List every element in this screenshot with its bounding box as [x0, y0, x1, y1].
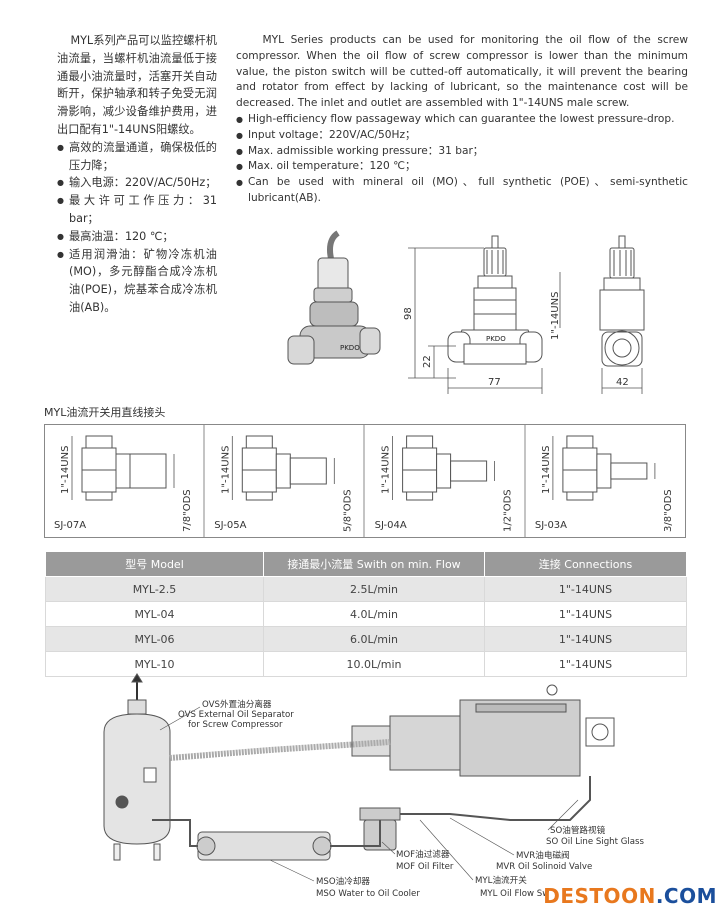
watermark-part2: .COM	[655, 884, 717, 908]
model-table: 型号 Model 接通最小流量 Swith on min. Flow 连接 Co…	[45, 551, 687, 677]
table-cell: 1"-14UNS	[484, 626, 687, 652]
label-mof-en: MOF Oil Filter	[396, 862, 454, 872]
english-bullets: High-efficiency flow passageway which ca…	[236, 112, 688, 207]
table-cell: 2.5L/min	[263, 576, 485, 602]
oil-separator	[103, 673, 171, 861]
adapter-ods-label: 7/8"ODS	[182, 489, 193, 532]
english-bullet: Can be used with mineral oil (MO)、full s…	[236, 175, 688, 207]
adapter-tube	[289, 457, 327, 485]
screw-compressor	[351, 684, 615, 777]
table-row: MYL-04 4.0L/min 1"-14UNS	[45, 601, 687, 627]
dim-height: 98	[403, 307, 414, 320]
label-myl-en: MYL Oil Flow Sw	[480, 889, 549, 899]
label-mvr-cn: MVR油电磁阀	[516, 849, 570, 861]
table-row: MYL-10 10.0L/min 1"-14UNS	[45, 651, 687, 677]
adapter-tube	[610, 462, 648, 480]
chinese-bullet: 最高油温：120 ℃；	[57, 228, 217, 246]
table-row: MYL-06 6.0L/min 1"-14UNS	[45, 626, 687, 652]
adapter-body	[406, 491, 434, 501]
table-header: 连接 Connections	[484, 551, 687, 577]
dim-width-front: 77	[488, 377, 501, 388]
table-cell: 1"-14UNS	[484, 651, 687, 677]
dim-width-side: 42	[616, 377, 629, 388]
watermark-part1: DESTOON	[543, 884, 656, 908]
english-bullet: Max. oil temperature：120 ℃；	[236, 159, 688, 175]
adapter-nut-top	[85, 435, 113, 449]
label-ovs-en2: for Screw Compressor	[188, 720, 283, 730]
front-brand: PKDO	[486, 335, 506, 343]
adapter-thread-label: 1"-14UNS	[220, 446, 231, 494]
table-cell: MYL-04	[45, 601, 264, 627]
adapter-neck	[436, 453, 452, 489]
adapter-neck	[275, 453, 291, 489]
dim-base: 22	[422, 355, 433, 368]
adapter-body	[245, 491, 273, 501]
label-ovs-en: OVS External Oil Separator	[178, 710, 294, 720]
adapter-thread-label: 1"-14UNS	[381, 446, 392, 494]
english-paragraph: MYL Series products can be used for moni…	[236, 34, 688, 110]
adapter-ods-label: 3/8"ODS	[663, 489, 674, 532]
chinese-bullet: 最大许可工作压力：31 bar；	[57, 192, 217, 228]
label-so-en: SO Oil Line Sight Glass	[546, 837, 644, 847]
english-intro: MYL Series products can be used for moni…	[236, 33, 688, 207]
table-cell: MYL-10	[45, 651, 264, 677]
english-bullet: High-efficiency flow passageway which ca…	[236, 112, 688, 128]
product-photo: PKDO	[287, 230, 381, 365]
adapter-nut-top	[406, 435, 434, 449]
table-row: MYL-2.5 2.5L/min 1"-14UNS	[45, 576, 687, 602]
adapter-neck	[115, 453, 131, 489]
chinese-bullets: 高效的流量通道，确保极低的压力降； 输入电源：220V/AC/50Hz； 最大许…	[57, 139, 217, 317]
adapter-thread-label: 1"-14UNS	[60, 446, 71, 494]
adapter-model-label: SJ-07A	[54, 520, 86, 531]
chinese-bullet: 高效的流量通道，确保极低的压力降；	[57, 139, 217, 175]
chinese-bullet: 输入电源：220V/AC/50Hz；	[57, 174, 217, 192]
adapter-panels: 1"-14UNS 7/8"ODS SJ-07A 1"-14UNS 5/8"ODS SJ-0…	[44, 424, 686, 538]
label-so-cn: SO油管路视镜	[550, 824, 606, 836]
table-header: 型号 Model	[45, 551, 264, 577]
side-view	[599, 235, 645, 367]
adapter-ods-label: 5/8"ODS	[342, 489, 353, 532]
product-brand: PKDO	[340, 344, 360, 352]
adapter-model-label: SJ-05A	[214, 520, 246, 531]
label-mso-en: MSO Water to Oil Cooler	[316, 889, 420, 899]
table-cell: 1"-14UNS	[484, 576, 687, 602]
adapter-tube	[129, 453, 167, 489]
oil-cooler	[196, 831, 332, 861]
adapter-ods-label: 1/2"ODS	[503, 489, 514, 532]
english-bullet: Max. admissible working pressure：31 bar；	[236, 144, 688, 160]
table-cell: 4.0L/min	[263, 601, 485, 627]
chinese-bullet: 适用润滑油：矿物冷冻机油(MO)，多元醇酯合成冷冻机油(POE)，烷基苯合成冷冻…	[57, 246, 217, 317]
adapter-body	[85, 491, 113, 501]
adapter-neck	[596, 453, 612, 489]
product-drawing: PKDO PKDO	[287, 230, 645, 394]
table-cell: MYL-2.5	[45, 576, 264, 602]
label-ovs-cn: OVS外置油分离器	[202, 698, 272, 710]
chinese-paragraph: MYL系列产品可以监控螺杆机油流量，当螺杆机油流量低于接通最小油流量时，活塞开关…	[57, 34, 217, 136]
adapter-thread-label: 1"-14UNS	[541, 446, 552, 494]
adapter-nut-top	[245, 435, 273, 449]
table-cell: 1"-14UNS	[484, 601, 687, 627]
label-mso-cn: MSO油冷却器	[316, 875, 370, 887]
adapter-model-label: SJ-03A	[535, 520, 567, 531]
english-bullet: Input voltage：220V/AC/50Hz；	[236, 128, 688, 144]
system-diagram: OVS外置油分离器 OVS External Oil Separator for…	[103, 673, 644, 899]
adapter-model-label: SJ-04A	[375, 520, 407, 531]
chinese-intro: MYL系列产品可以监控螺杆机油流量，当螺杆机油流量低于接通最小油流量时，活塞开关…	[57, 32, 217, 317]
table-cell: 10.0L/min	[263, 651, 485, 677]
adapter-body	[566, 491, 594, 501]
adapter-title: MYL油流开关用直线接头	[44, 406, 166, 419]
front-view: PKDO	[447, 235, 543, 365]
table-header-row: 型号 Model 接通最小流量 Swith on min. Flow 连接 Co…	[45, 551, 687, 577]
table-cell: 6.0L/min	[263, 626, 485, 652]
table-header: 接通最小流量 Swith on min. Flow	[263, 551, 485, 577]
watermark-logo: DESTOON.COM	[543, 884, 717, 908]
table-cell: MYL-06	[45, 626, 264, 652]
adapter-tube	[450, 460, 488, 482]
adapter-nut-top	[566, 435, 594, 449]
label-myl-cn: MYL油流开关	[475, 874, 527, 886]
dim-thread: 1"-14UNS	[550, 292, 561, 340]
label-mof-cn: MOF油过滤器	[396, 848, 450, 860]
label-mvr-en: MVR Oil Solinoid Valve	[496, 862, 592, 872]
